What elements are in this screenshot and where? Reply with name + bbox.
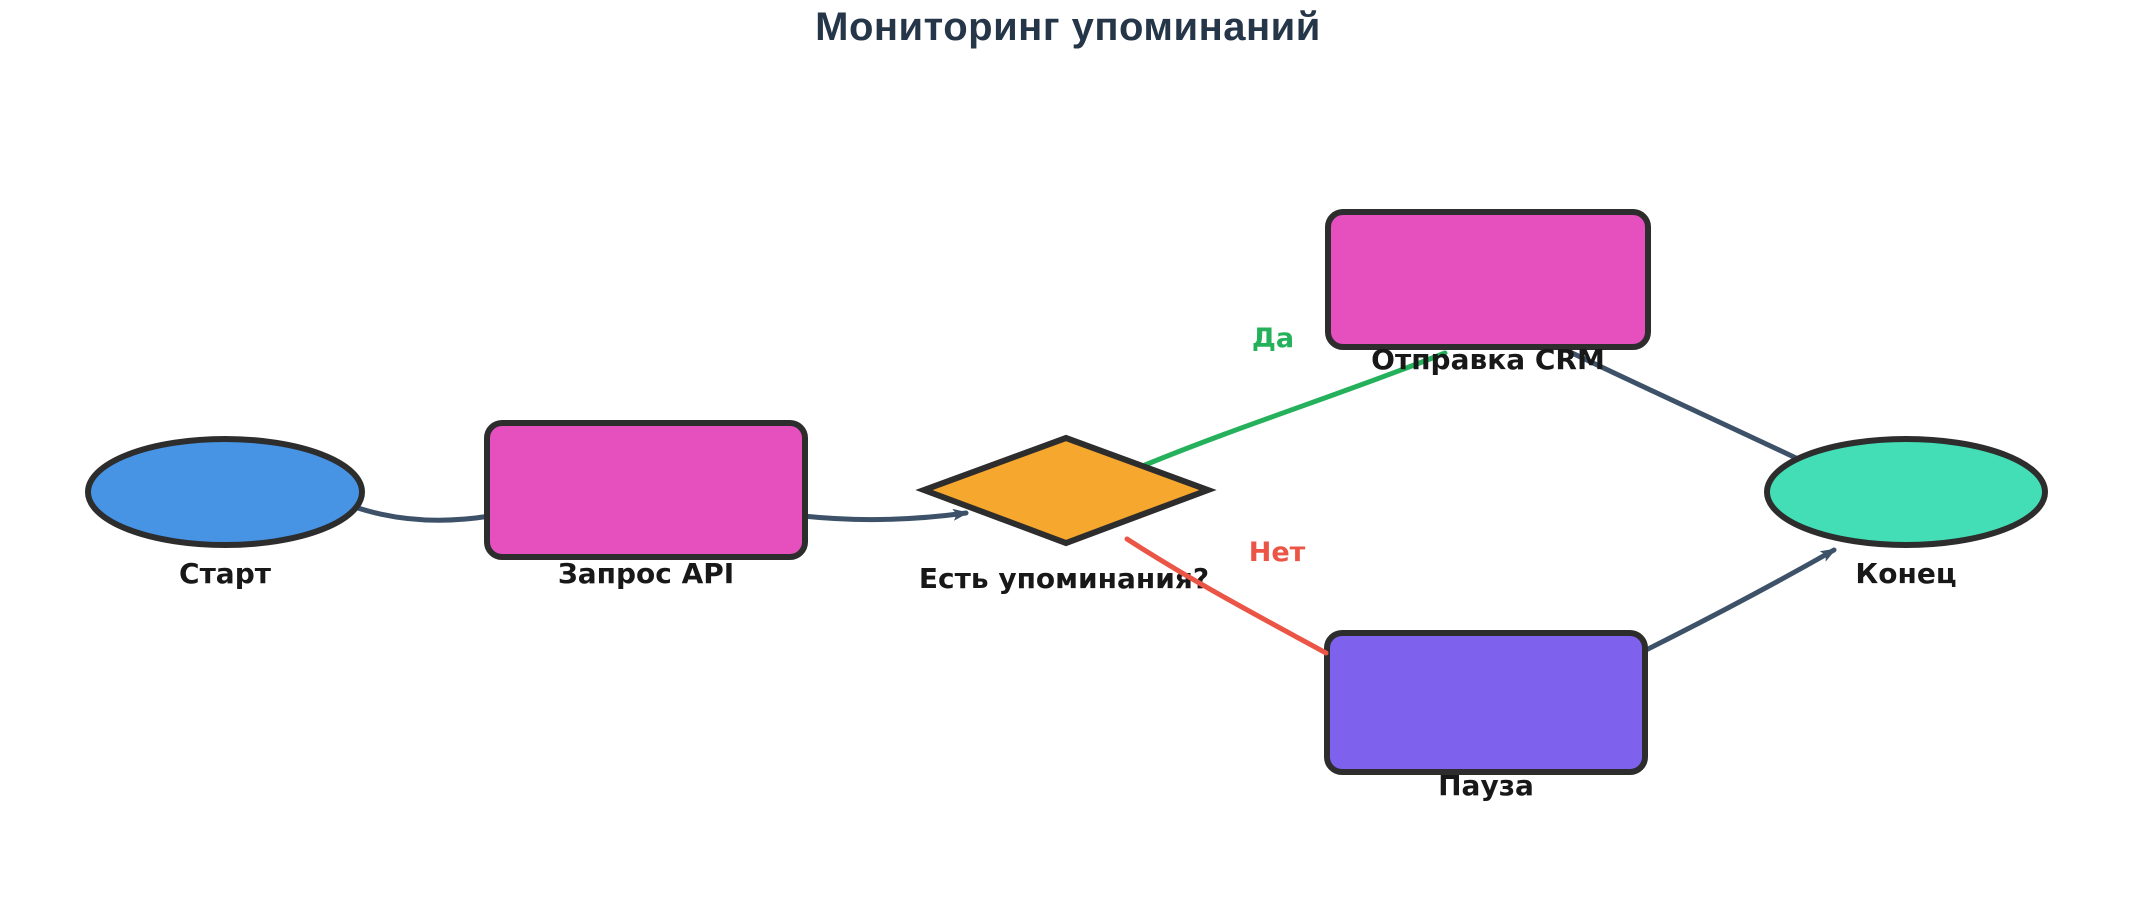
node-send-crm-label: Отправка CRM — [1371, 343, 1605, 376]
edge-decision-to-pause-no — [1124, 536, 1329, 656]
node-end-label: Конец — [1855, 557, 1956, 590]
edge-crm-to-end — [1567, 349, 1799, 461]
edge-pause-to-end — [1643, 547, 1837, 653]
node-decision-diamond-shape — [915, 434, 1217, 547]
node-decision-label: Есть упоминания? — [919, 562, 1209, 595]
node-api-request-shape — [484, 420, 808, 560]
node-end-shape — [1764, 436, 2048, 548]
node-start-label: Старт — [179, 557, 272, 590]
node-send-crm-shape — [1325, 209, 1651, 350]
edge-decision-to-crm-yes — [1142, 350, 1448, 468]
node-start-shape — [85, 436, 365, 548]
diagram-title: Мониторинг упоминаний — [815, 5, 1321, 49]
edge-start-to-api — [349, 503, 493, 523]
node-pause-shape — [1324, 630, 1648, 775]
node-pause-label: Пауза — [1438, 769, 1534, 802]
edge-api-to-decision — [800, 508, 969, 523]
node-api-request-label: Запрос API — [558, 557, 734, 590]
edge-label-no: Нет — [1249, 537, 1306, 568]
edge-label-yes: Да — [1252, 323, 1294, 354]
